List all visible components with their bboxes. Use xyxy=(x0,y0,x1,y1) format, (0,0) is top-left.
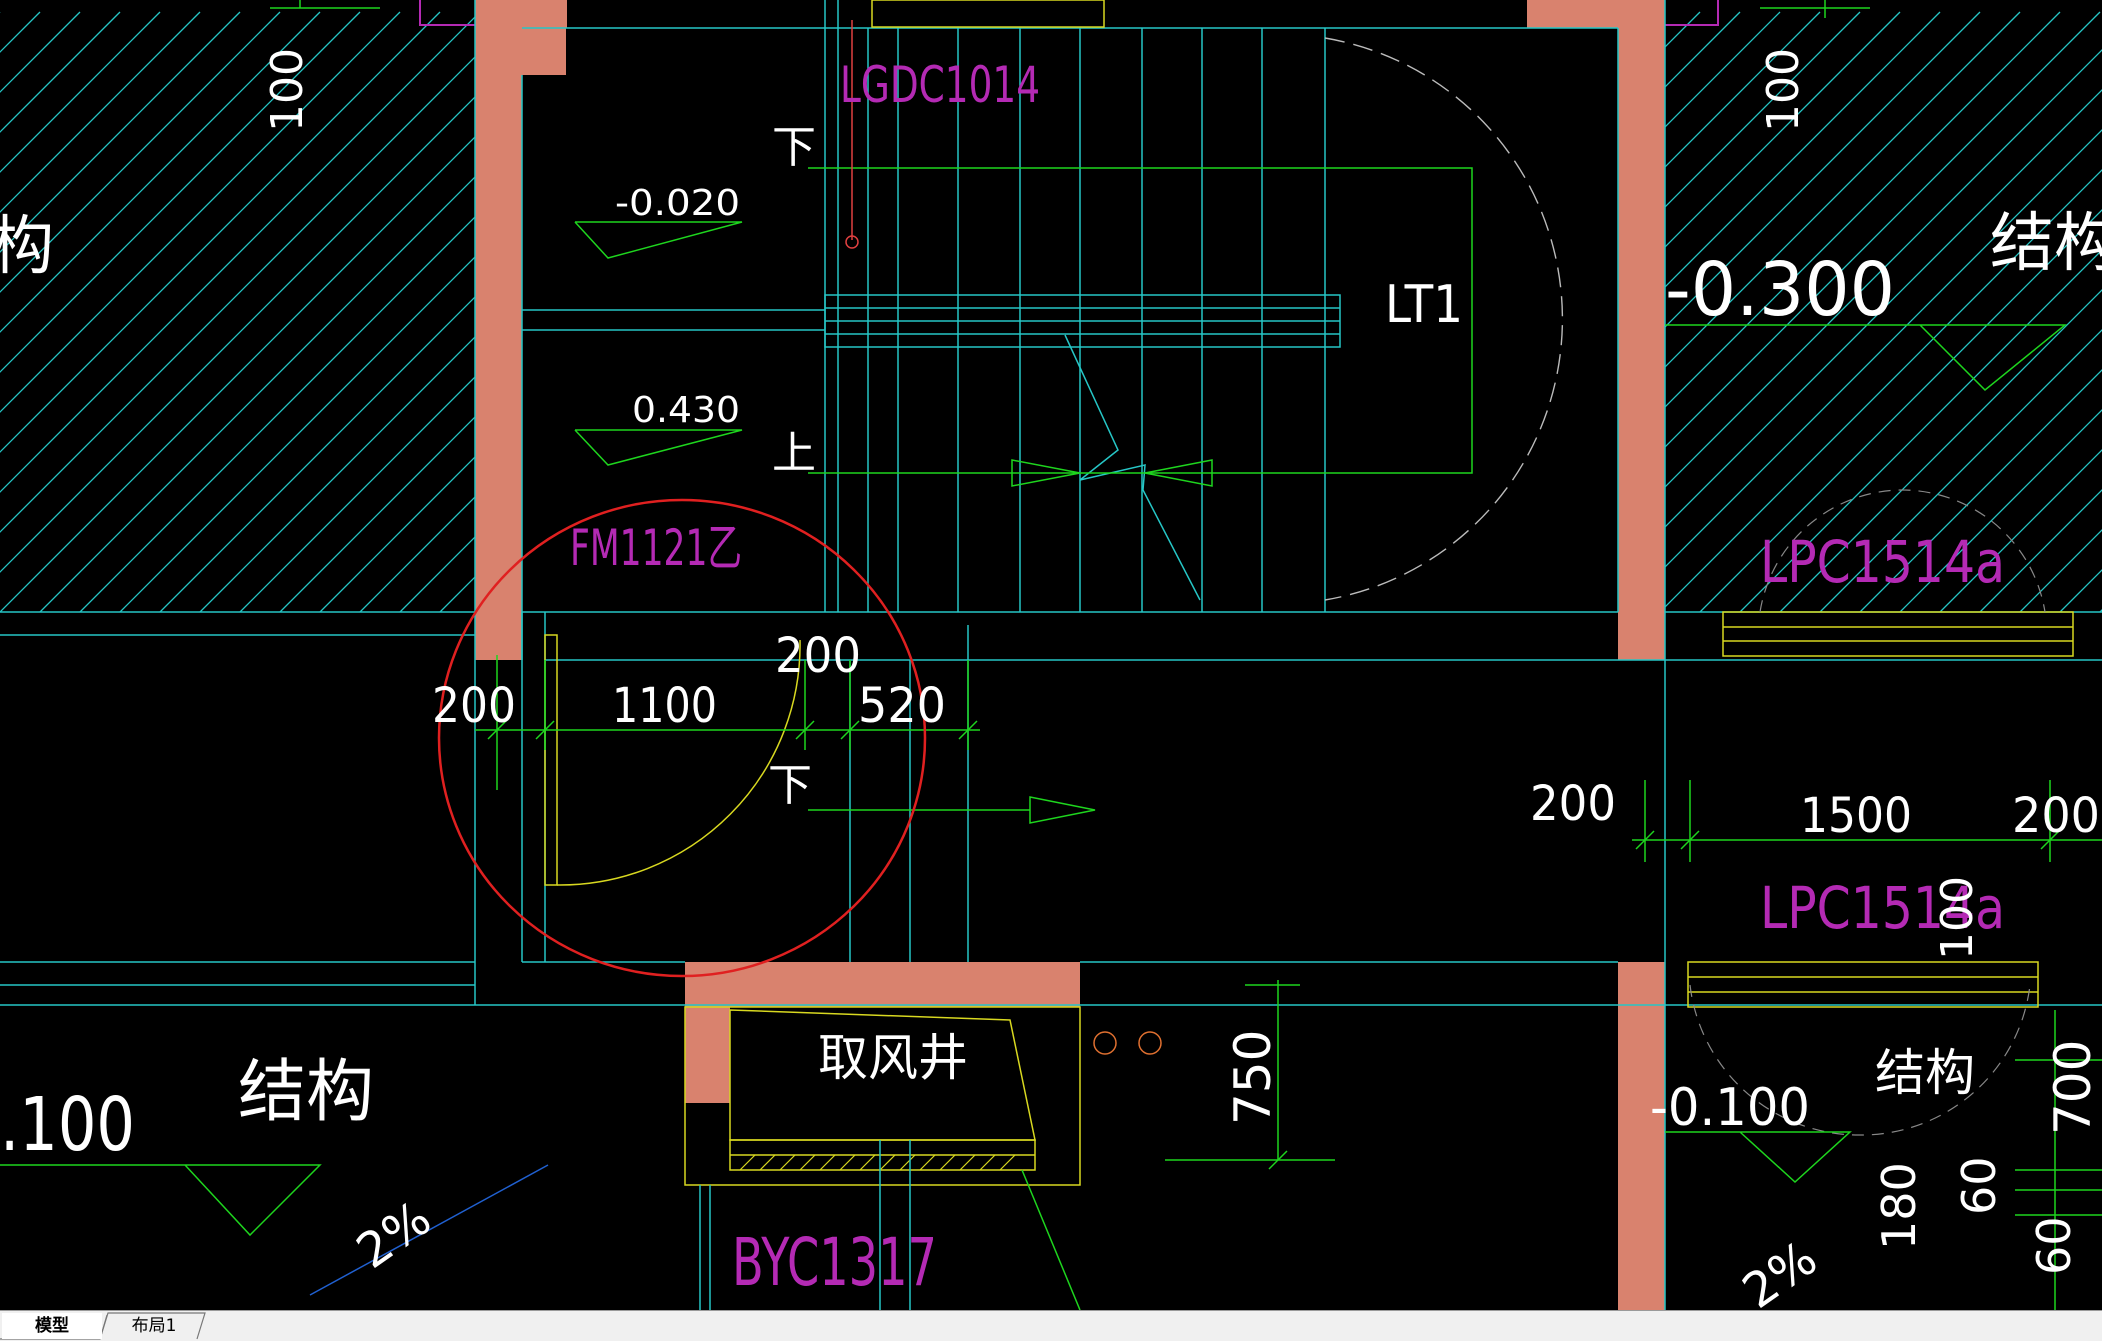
wall-shaft-left xyxy=(685,1007,730,1103)
air-shaft-hatch xyxy=(739,1154,1016,1171)
stair-handrail xyxy=(824,294,1341,348)
label-down-2: 下 xyxy=(768,760,812,811)
label-down-1: 下 xyxy=(772,122,816,173)
hatch-area-left xyxy=(0,11,475,612)
dim-200-d: 200 xyxy=(2012,788,2100,844)
walls xyxy=(475,0,1665,1310)
label-lgdc1014: LGDC1014 xyxy=(840,56,1040,114)
tab-model[interactable]: 模型 xyxy=(2,1313,102,1339)
corridor-lines xyxy=(0,611,2102,1006)
label-air-shaft: 取风井 xyxy=(818,1029,968,1087)
stair-arrow-lines xyxy=(808,167,1473,487)
dim-60-a: 60 xyxy=(1952,1156,2006,1215)
wall-left-top xyxy=(475,0,567,28)
label-struct-right-top: 结构 xyxy=(1990,207,2102,281)
slope-lines-left xyxy=(0,1164,322,1237)
hatch-area-right xyxy=(1665,11,2102,612)
dimension-chain-door xyxy=(475,655,980,790)
label-up-1: 上 xyxy=(772,428,816,479)
label-struct-left-top: 构 xyxy=(0,210,54,284)
air-shaft xyxy=(684,1006,1081,1186)
label-struct-right-bottom: 结构 xyxy=(1875,1044,1975,1102)
stair-treads xyxy=(867,28,1326,612)
dim-520: 520 xyxy=(858,678,946,734)
dim-200-c: 200 xyxy=(1530,776,1616,832)
pipe-circle-1 xyxy=(1093,1031,1117,1055)
label-struct-left-bottom: 结构 xyxy=(238,1053,374,1132)
landing-dashed-arc xyxy=(1324,37,1564,601)
dim-200-a: 200 xyxy=(432,678,516,734)
dim-200-b: 200 xyxy=(775,628,861,684)
dim-1100: 1100 xyxy=(612,678,717,734)
pipe-circle-2 xyxy=(1138,1031,1162,1055)
level-minus-0300: -0.300 xyxy=(1665,247,1895,333)
lgdc-leader-dot xyxy=(845,235,859,249)
dim-1500: 1500 xyxy=(1800,788,1912,844)
label-lpc1514a-bottom: LPC1514a xyxy=(1760,874,2005,942)
label-byc1317: BYC1317 xyxy=(732,1224,937,1301)
label-lt1: LT1 xyxy=(1385,275,1463,335)
label-lpc1514a-top: LPC1514a xyxy=(1760,528,2005,596)
dim-60-b: 60 xyxy=(2027,1216,2081,1275)
corridor-arrow xyxy=(808,796,1096,824)
tab-layout1[interactable]: 布局1 xyxy=(131,1316,177,1336)
level-minus-0020: -0.020 xyxy=(615,183,740,224)
stair-break-line xyxy=(1064,334,1201,601)
dims-bottom-right xyxy=(2015,1010,2102,1310)
top-green-mark-right xyxy=(1760,0,1870,18)
slope-diagonal-right xyxy=(1021,1169,1081,1310)
window-lpc-top-swing xyxy=(1759,489,2046,613)
slope-right: 2% xyxy=(1733,1230,1828,1310)
dim-750 xyxy=(1165,980,1335,1170)
wall-left-cap xyxy=(522,28,566,75)
window-lpc-bottom xyxy=(1687,961,2039,1008)
dim-750: 750 xyxy=(1224,1030,1282,1125)
dim-700: 700 xyxy=(2044,1040,2102,1135)
window-lpc-bottom-swing xyxy=(1689,984,2031,1136)
label-fm1121: FM1121乙 xyxy=(570,519,742,577)
dim-100-c: 100 xyxy=(1932,876,1983,960)
top-magenta-mark-right xyxy=(1665,0,1719,26)
top-magenta-mark-left xyxy=(419,0,475,26)
wall-right-lower xyxy=(1618,962,1665,1310)
annotation-circle-red[interactable] xyxy=(437,498,927,978)
window-top-yellow xyxy=(871,0,1105,28)
level-minus-0100: -0.100 xyxy=(1650,1078,1810,1138)
dimension-chain-right xyxy=(1632,780,2102,862)
wall-right-column xyxy=(1618,0,1665,660)
level-0430: 0.430 xyxy=(632,390,740,431)
dim-100-left: 100 xyxy=(262,48,313,132)
level-left-0100: .100 xyxy=(0,1082,135,1168)
wall-right-top xyxy=(1527,0,1665,28)
cad-drawing-canvas[interactable]: LGDC1014 下 -0.020 LT1 0.430 上 FM1121乙 20… xyxy=(0,0,2102,1310)
window-lpc-top xyxy=(1722,611,2074,657)
slope-diagonal-left xyxy=(309,1164,549,1296)
dim-180: 180 xyxy=(1872,1162,1926,1250)
top-green-mark-left xyxy=(270,0,380,9)
wall-left-column xyxy=(475,0,522,660)
wall-bottom-beam xyxy=(685,962,1080,1007)
dim-100-right: 100 xyxy=(1758,48,1809,132)
level-marks xyxy=(574,221,2068,1184)
layout-tab-bar: 模型 布局1 xyxy=(0,1310,2102,1341)
door-fm1121 xyxy=(544,634,801,886)
